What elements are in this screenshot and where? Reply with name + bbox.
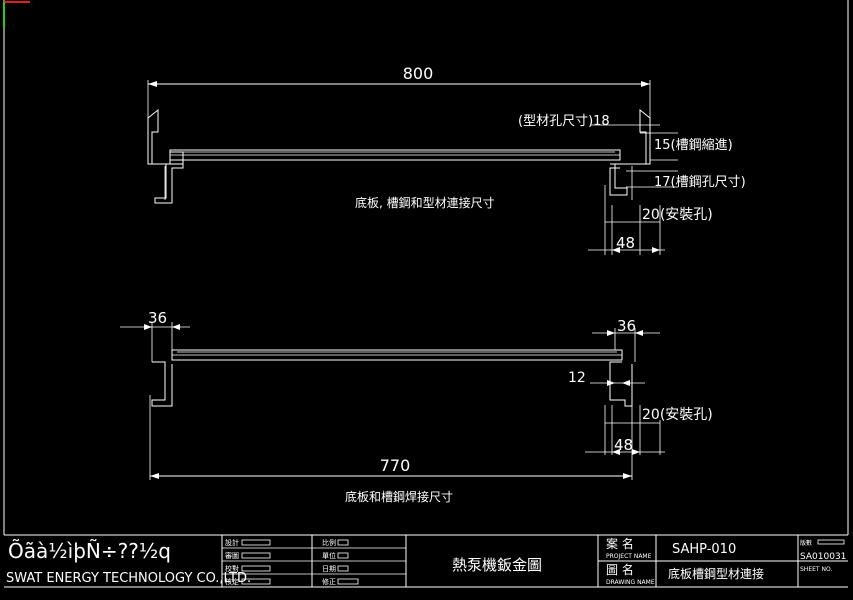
top-view: 800 (型材孔尺寸)18 15(槽鋼縮進) 17(槽鋼孔尺寸) 20 [147, 64, 746, 255]
bottom-left-channel [151, 361, 173, 407]
top-overall-dim: 800 [403, 64, 434, 83]
version-label: 版數 [800, 539, 812, 547]
bottom-view: 36 36 12 20(安裝孔) 48 [120, 309, 713, 504]
top-left-profile [147, 108, 159, 165]
row-label: 日期 [322, 565, 336, 573]
bottom-install-label: 20(安裝孔) [642, 407, 713, 423]
channel-offset-label: 15(槽鋼縮進) [654, 137, 733, 153]
sheet-no-value: SA010031 [800, 552, 846, 562]
row-label: 修正 [322, 577, 336, 586]
title-left-rows: 設計 審圖 校對 核定 [225, 538, 271, 586]
row-label: 比例 [322, 538, 336, 547]
project-value: SAHP-010 [672, 542, 736, 557]
row-label: 核定 [225, 577, 239, 586]
project-label: 案 名 [606, 536, 634, 551]
bottom-right-dim: 36 [617, 317, 636, 335]
drawing-label: 圖 名 [606, 562, 634, 577]
bottom-gap-dim: 12 [568, 370, 586, 386]
bottom-view-caption: 底板和槽鋼焊接尺寸 [345, 489, 453, 504]
row-label: 審圖 [225, 551, 239, 560]
company-name-garbled: Õãà½ìþÑ÷??½q [8, 539, 171, 563]
project-label-en: PROJECT NAME [606, 553, 652, 560]
top-right-profile [639, 108, 651, 165]
bottom-overall-dim: 770 [380, 456, 411, 475]
ucs-icon [3, 1, 30, 28]
drawing-title: 熱泵機鈑金圖 [452, 556, 542, 574]
top-left-channel [154, 164, 184, 204]
top-width-dim: 48 [616, 234, 635, 252]
row-label: 設計 [225, 538, 239, 547]
title-block: Õãà½ìþÑ÷??½q SWAT ENERGY TECHNOLOGY CO.,… [4, 534, 848, 588]
bottom-left-dim: 36 [148, 309, 167, 327]
hole-size-label: (型材孔尺寸)18 [518, 114, 610, 129]
top-view-caption: 底板, 槽鋼和型材連接尺寸 [355, 195, 495, 210]
company-name: SWAT ENERGY TECHNOLOGY CO.,LTD. [6, 571, 251, 586]
top-right-channel [609, 164, 628, 196]
drawing-value: 底板槽鋼型材連接 [668, 566, 764, 581]
bottom-width-dim: 48 [614, 436, 633, 454]
top-install-label: 20(安裝孔) [642, 207, 713, 223]
row-label: 校對 [225, 564, 239, 573]
sheet-no-label: SHEET NO. [800, 566, 832, 573]
drawing-label-en: DRAWING NAME [606, 579, 655, 586]
row-label: 單位 [322, 551, 336, 560]
channel-hole-label: 17(槽鋼孔尺寸) [654, 175, 746, 190]
title-mid-rows: 比例 單位 日期 修正 [322, 538, 359, 586]
